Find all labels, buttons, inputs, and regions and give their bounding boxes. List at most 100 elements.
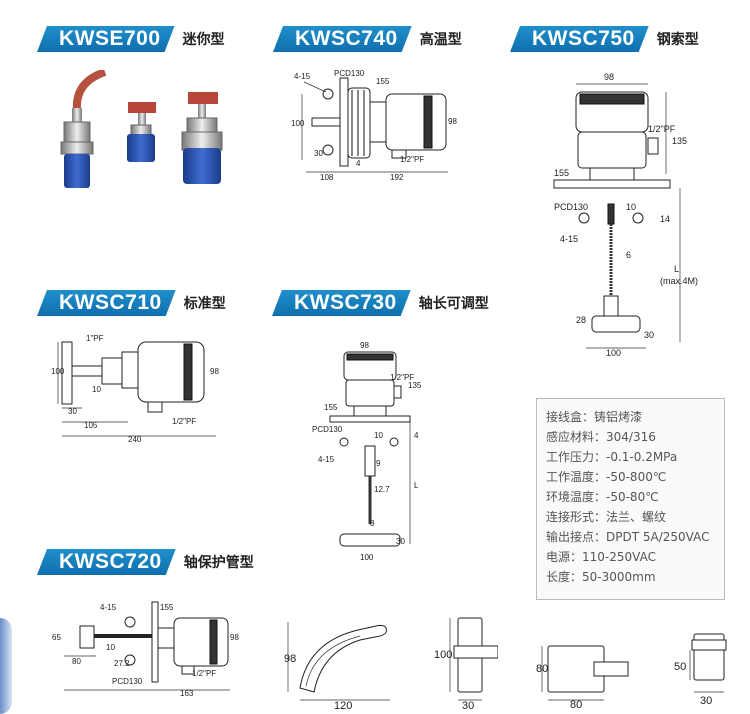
- dim-label: PCD130: [334, 69, 365, 78]
- badge-kwse700: KWSE700 迷你型: [37, 26, 225, 52]
- spec-line: 连接形式：法兰、螺纹: [546, 510, 667, 524]
- dim-label: 100: [291, 119, 305, 128]
- dim-label: 50: [674, 661, 686, 673]
- dim-label: 1"PF: [86, 334, 104, 343]
- kwsc740-drawing: 4-15 PCD130 155 100 98 30 4 1/2"PF 108 1…: [291, 69, 457, 182]
- kwsc720-drawing: 4-15 155 65 10 98 80 27.2 1/2"PF PCD130 …: [52, 601, 239, 698]
- dim-label: 135: [672, 136, 687, 146]
- spec-line: 电源：110-250VAC: [546, 550, 656, 564]
- dim-label: 163: [180, 689, 194, 698]
- dim-label: 4-15: [318, 455, 335, 464]
- badge-kwsc710: KWSC710 标准型: [37, 290, 226, 316]
- dim-label: 28: [576, 315, 586, 325]
- dim-label: 1/2"PF: [172, 417, 196, 426]
- dim-label: 155: [160, 603, 174, 612]
- kwse700-photo: [60, 70, 223, 188]
- dim-label: PCD130: [554, 202, 588, 212]
- badge-kwsc730: KWSC730 轴长可调型: [272, 290, 489, 316]
- dim-label: 1/2"PF: [390, 373, 414, 382]
- dim-label: 100: [360, 553, 374, 562]
- badge-kwsc720: KWSC720 轴保护管型: [37, 549, 254, 575]
- model-title: KWSC710: [37, 290, 176, 316]
- model-subtitle: 标准型: [183, 296, 226, 312]
- dim-label: 108: [320, 173, 334, 182]
- spec-line: 输出接点：DPDT 5A/250VAC: [546, 530, 710, 544]
- paddle-small-drawing: 50 30: [674, 633, 727, 707]
- paddle-square-drawing: 80 80: [536, 645, 629, 711]
- model-title: KWSC740: [273, 26, 412, 52]
- dim-label: 4-15: [100, 603, 117, 612]
- dim-label: 135: [408, 381, 422, 390]
- dim-label: 192: [390, 173, 404, 182]
- spec-line: 工作温度：-50-800℃: [546, 470, 667, 484]
- model-title: KWSC720: [37, 549, 176, 575]
- model-subtitle: 迷你型: [182, 32, 225, 48]
- model-subtitle: 轴长可调型: [418, 296, 489, 312]
- model-title: KWSC730: [272, 290, 411, 316]
- dim-label: 30: [700, 695, 712, 707]
- dim-label: 1/2"PF: [648, 124, 676, 134]
- dim-label: 4-15: [294, 72, 311, 81]
- dim-label: 30: [462, 700, 474, 710]
- spec-line: 感应材料：304/316: [546, 430, 656, 444]
- spec-line: 长度：50-3000mm: [546, 570, 656, 584]
- dim-label: 10: [374, 431, 383, 440]
- kwsc730-drawing: 98 1/2"PF 135 155 PCD130 10 4 4-15 9 12.…: [312, 341, 422, 562]
- dim-label: 98: [604, 72, 614, 82]
- dim-label: 240: [128, 435, 142, 444]
- dim-label: 120: [334, 700, 352, 710]
- dim-label: 4: [414, 431, 419, 440]
- dim-label: (max.4M): [660, 276, 698, 286]
- paddle-curved-drawing: 98 120: [284, 622, 390, 710]
- dim-label: 30: [644, 330, 654, 340]
- dim-label: 27.2: [114, 659, 130, 668]
- model-subtitle: 轴保护管型: [183, 555, 254, 571]
- dim-label: 155: [324, 403, 338, 412]
- dim-label: 4: [356, 159, 361, 168]
- dim-label: 10: [92, 385, 101, 394]
- decorative-edge: [0, 618, 12, 714]
- dim-label: 8: [370, 519, 375, 528]
- dim-label: 10: [106, 643, 115, 652]
- dim-label: 4-15: [560, 234, 578, 244]
- model-title: KWSC750: [510, 26, 649, 52]
- dim-label: 65: [52, 633, 61, 642]
- dim-label: 30: [68, 407, 77, 416]
- dim-label: 1/2"PF: [400, 155, 424, 164]
- kwsc710-drawing: 1"PF 100 10 98 30 105 1/2"PF 240: [51, 334, 219, 444]
- dim-label: 30: [314, 149, 323, 158]
- spec-line: 工作压力：-0.1-0.2MPa: [546, 450, 678, 464]
- model-subtitle: 钢索型: [656, 32, 699, 48]
- dim-label: PCD130: [112, 677, 143, 686]
- dim-label: 30: [396, 537, 405, 546]
- dim-label: 80: [72, 657, 81, 666]
- paddle-vertical-drawing: 100 30: [434, 617, 498, 710]
- dim-label: PCD130: [312, 425, 343, 434]
- dim-label: 100: [434, 649, 452, 661]
- dim-label: 9: [376, 459, 381, 468]
- dim-label: 98: [230, 633, 239, 642]
- dim-label: 98: [360, 341, 369, 350]
- dim-label: 98: [448, 117, 457, 126]
- dim-label: 14: [660, 214, 670, 224]
- dim-label: 155: [376, 77, 390, 86]
- dim-label: 10: [626, 202, 636, 212]
- spec-box: 接线盒：铸铝烤漆 感应材料：304/316 工作压力：-0.1-0.2MPa 工…: [536, 398, 725, 600]
- badge-kwsc750: KWSC750 钢索型: [510, 26, 699, 52]
- dim-label: L: [674, 264, 679, 274]
- dim-label: 80: [536, 663, 548, 675]
- model-title: KWSE700: [37, 26, 175, 52]
- kwsc750-drawing: 98 1/2"PF 135 155 PCD130 10 4-15 14 6 L …: [553, 72, 698, 358]
- dim-label: 100: [606, 348, 621, 358]
- dim-label: 98: [210, 367, 219, 376]
- spec-line: 接线盒：铸铝烤漆: [546, 410, 643, 424]
- model-subtitle: 高温型: [419, 32, 462, 48]
- dim-label: 6: [626, 250, 631, 260]
- dim-label: 98: [284, 653, 296, 665]
- dim-label: 155: [554, 168, 569, 178]
- spec-line: 环境温度：-50-80℃: [546, 490, 659, 504]
- badge-kwsc740: KWSC740 高温型: [273, 26, 462, 52]
- dim-label: 105: [84, 421, 98, 430]
- dim-label: L: [414, 481, 419, 490]
- dim-label: 12.7: [374, 485, 390, 494]
